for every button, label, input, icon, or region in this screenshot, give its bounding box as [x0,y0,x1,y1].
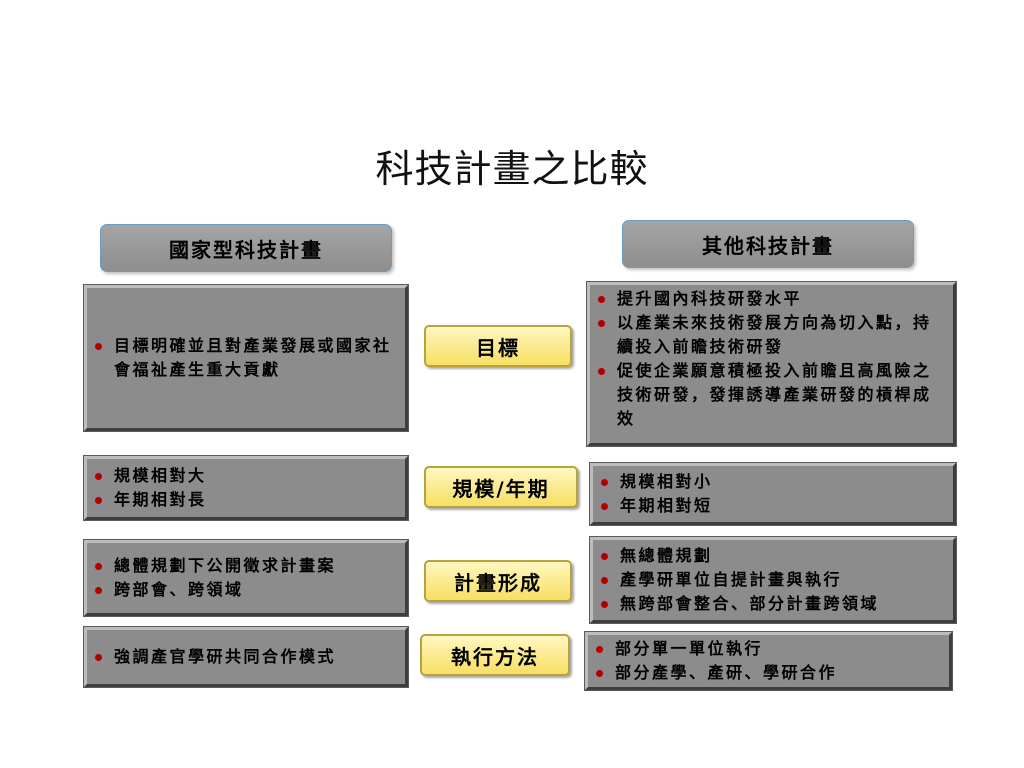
bullet-text: 目標明確並且對產業發展或國家社會福祉產生重大貢獻 [114,336,392,379]
bullet-item: 以產業未來技術發展方向為切入點，持續投入前瞻技術研發 [598,311,945,359]
left-box-method: 強調產官學研共同合作模式 [84,627,408,687]
left-box-goal: 目標明確並且對產業發展或國家社會福祉產生重大貢獻 [84,285,408,431]
bullet-item: 總體規劃下公開徵求計畫案 [95,554,397,578]
bullet-item: 提升國內科技研發水平 [598,287,945,311]
left-box-scale: 規模相對大 年期相對長 [84,456,408,520]
bullet-item: 無跨部會整合、部分計畫跨領域 [601,592,945,616]
bullet-text: 部分單一單位執行 [615,639,764,658]
right-box-scale: 規模相對小 年期相對短 [590,463,956,525]
bullet-text: 無總體規劃 [620,546,713,565]
header-national-plan-label: 國家型科技計畫 [169,237,323,262]
bullet-dot-icon [598,320,605,327]
bullet-dot-icon [596,646,603,653]
row-label-formation: 計畫形成 [424,560,572,602]
bullet-item: 部分單一單位執行 [596,637,941,661]
bullet-text: 產學研單位自提計畫與執行 [620,570,843,589]
bullet-dot-icon [95,563,102,570]
row-label-text: 目標 [476,335,520,360]
left-box-formation: 總體規劃下公開徵求計畫案 跨部會、跨領域 [84,540,408,616]
row-label-scale: 規模/年期 [424,466,578,508]
header-national-plan: 國家型科技計畫 [100,224,392,272]
bullet-item: 部分產學、產研、學研合作 [596,661,941,685]
bullet-item: 年期相對長 [95,488,397,512]
bullet-item: 年期相對短 [601,494,945,518]
bullet-text: 年期相對短 [620,496,713,515]
row-label-text: 執行方法 [451,644,539,669]
bullet-item: 促使企業願意積極投入前瞻且高風險之技術研發，發揮誘導產業研發的槓桿成效 [598,359,945,431]
right-box-goal: 提升國內科技研發水平 以產業未來技術發展方向為切入點，持續投入前瞻技術研發 促使… [587,282,956,446]
bullet-text: 無跨部會整合、部分計畫跨領域 [620,594,880,613]
bullet-text: 跨部會、跨領域 [114,580,244,599]
row-label-text: 計畫形成 [454,570,542,595]
bullet-item: 強調產官學研共同合作模式 [95,645,397,669]
bullet-dot-icon [95,587,102,594]
bullet-item: 無總體規劃 [601,544,945,568]
row-label-goal: 目標 [424,325,572,367]
bullet-text: 總體規劃下公開徵求計畫案 [114,556,337,575]
bullet-item: 規模相對大 [95,464,397,488]
bullet-dot-icon [598,368,605,375]
bullet-text: 促使企業願意積極投入前瞻且高風險之技術研發，發揮誘導產業研發的槓桿成效 [617,361,932,428]
bullet-text: 強調產官學研共同合作模式 [114,647,337,666]
bullet-text: 年期相對長 [114,490,207,509]
right-box-method: 部分單一單位執行 部分產學、產研、學研合作 [585,632,952,690]
bullet-dot-icon [601,553,608,560]
bullet-text: 部分產學、產研、學研合作 [615,663,838,682]
bullet-dot-icon [601,577,608,584]
bullet-dot-icon [95,473,102,480]
bullet-dot-icon [598,296,605,303]
bullet-item: 跨部會、跨領域 [95,578,397,602]
bullet-dot-icon [596,670,603,677]
right-box-formation: 無總體規劃 產學研單位自提計畫與執行 無跨部會整合、部分計畫跨領域 [590,537,956,623]
bullet-dot-icon [601,601,608,608]
bullet-item: 產學研單位自提計畫與執行 [601,568,945,592]
bullet-text: 提升國內科技研發水平 [617,289,803,308]
bullet-dot-icon [95,343,102,350]
bullet-item: 規模相對小 [601,470,945,494]
bullet-dot-icon [95,497,102,504]
bullet-dot-icon [95,654,102,661]
bullet-dot-icon [601,479,608,486]
bullet-item: 目標明確並且對產業發展或國家社會福祉產生重大貢獻 [95,334,397,382]
bullet-text: 規模相對大 [114,466,207,485]
header-other-plan-label: 其他科技計畫 [702,233,834,258]
row-label-method: 執行方法 [420,634,570,676]
row-label-text: 規模/年期 [452,476,550,501]
bullet-text: 規模相對小 [620,472,713,491]
bullet-dot-icon [601,503,608,510]
bullet-text: 以產業未來技術發展方向為切入點，持續投入前瞻技術研發 [617,313,932,356]
slide-title: 科技計畫之比較 [375,147,649,191]
header-other-plan: 其他科技計畫 [622,220,914,268]
